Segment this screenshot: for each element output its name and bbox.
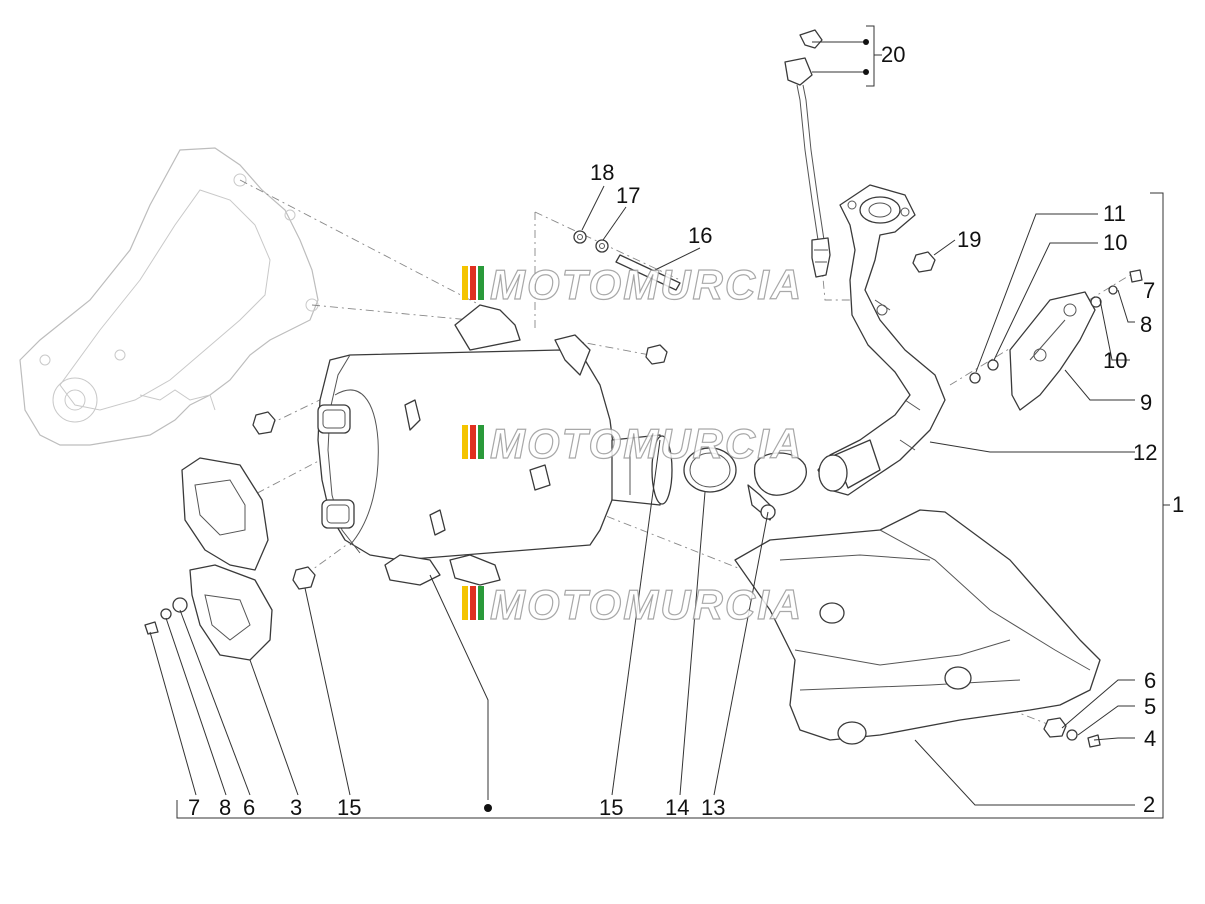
callout-16: 16 — [688, 223, 712, 248]
callout-6b: 6 — [1144, 668, 1156, 693]
frame-bracket — [19, 147, 319, 446]
exhaust-pipe — [817, 184, 946, 496]
heat-shield-top — [969, 269, 1143, 411]
callout-2: 2 — [1143, 792, 1155, 817]
callout-11: 11 — [1103, 201, 1126, 226]
callout-19: 19 — [957, 227, 981, 252]
callout-7a: 7 — [188, 795, 200, 820]
callout-12: 12 — [1133, 440, 1157, 465]
lambda-sensor — [784, 29, 831, 278]
callout-14: 14 — [665, 795, 689, 820]
callout-labels: 20 18 17 16 19 11 10 7 8 10 9 12 1 6 5 4… — [188, 42, 1184, 820]
callout-3: 3 — [290, 795, 302, 820]
callout-15b: 15 — [599, 795, 623, 820]
watermark-1: MOTOMURCIA — [462, 260, 803, 309]
callout-10a: 10 — [1103, 230, 1127, 255]
watermark-text-2: MOTOMURCIA — [490, 420, 803, 467]
callout-9: 9 — [1140, 390, 1152, 415]
callout-15a: 15 — [337, 795, 361, 820]
callout-1: 1 — [1172, 492, 1184, 517]
muffler-guard — [734, 509, 1101, 748]
watermark-text-1: MOTOMURCIA — [490, 261, 803, 308]
callout-18: 18 — [590, 160, 614, 185]
small-heat-shield — [144, 457, 273, 661]
watermark-3: MOTOMURCIA — [462, 580, 803, 629]
callout-8a: 8 — [219, 795, 231, 820]
grommets — [252, 230, 1067, 738]
callout-13: 13 — [701, 795, 725, 820]
callout-4: 4 — [1144, 726, 1156, 751]
watermark-text-3: MOTOMURCIA — [490, 581, 803, 628]
callout-5: 5 — [1144, 694, 1156, 719]
callout-20: 20 — [881, 42, 905, 67]
callout-8b: 8 — [1140, 312, 1152, 337]
watermark-2: MOTOMURCIA — [462, 419, 803, 468]
callout-7b: 7 — [1143, 278, 1155, 303]
callout-10b: 10 — [1103, 348, 1127, 373]
callout-6a: 6 — [243, 795, 255, 820]
leader-lines — [149, 25, 1170, 819]
clamps — [683, 447, 807, 521]
callout-17: 17 — [616, 183, 640, 208]
